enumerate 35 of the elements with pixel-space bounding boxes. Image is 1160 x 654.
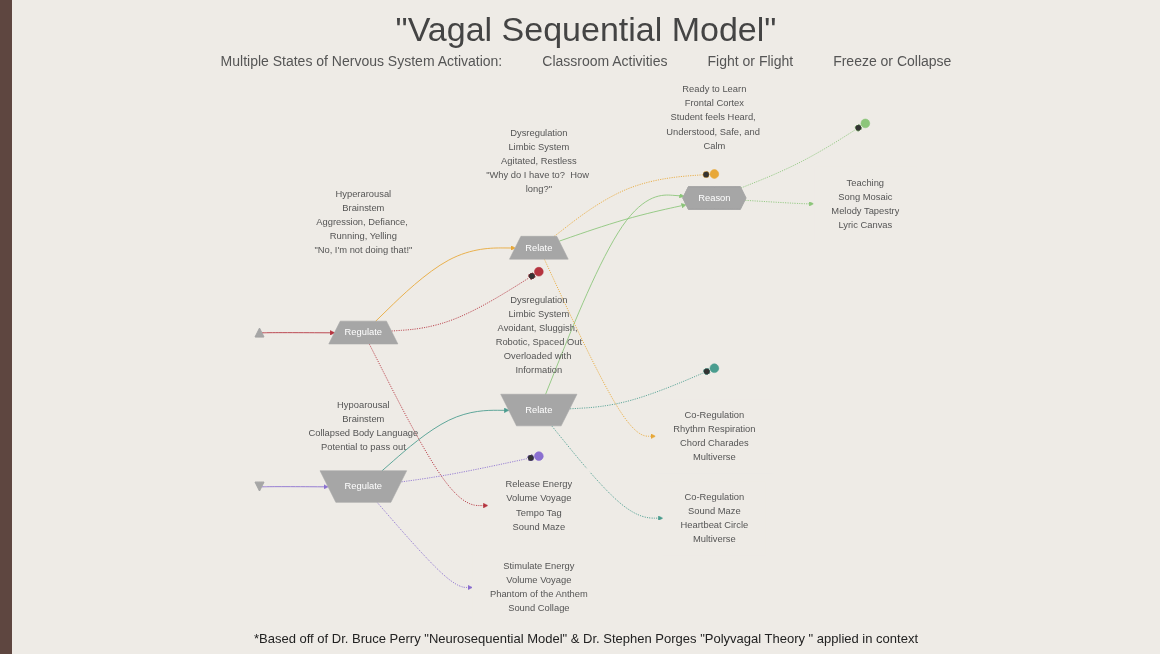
node-label: Frontal Cortex [684, 98, 744, 109]
node-text: Release Energy Volume Voyage Tempo Tag Sound Maze [505, 479, 573, 532]
node-label: Hypoarousal [337, 399, 390, 410]
node-label: Limbic System [508, 142, 570, 153]
node-circle [709, 169, 720, 179]
node-text: Teaching Song Mosaic Melody Tapestry Lyric Canvas [831, 177, 900, 230]
node-label: Collapsed Body Language [308, 427, 419, 438]
note-text: Fight or Flight [707, 53, 794, 69]
node-circle [709, 363, 720, 373]
node-label: Brainstem [342, 413, 385, 424]
diagram-title: "Vagal Sequential Model" [395, 10, 777, 49]
node-label: Agitated, Restless [501, 156, 577, 167]
node-label: Ready to Learn [682, 84, 747, 95]
footnote: *Based off of Dr. Bruce Perry "Neurosequential Model" & Dr. Stephen Porges "Polyvagal Theory " applied in context [254, 631, 918, 646]
node-label: Potential to pass out [320, 441, 406, 452]
note-text: Multiple States of Nervous System Activation: [220, 53, 503, 69]
node-label: "Why do I have to? How long?" [486, 170, 589, 195]
node-circle [860, 118, 871, 129]
node-text: Co-Regulation Rhythm Respiration Chord Charades Multiverse [673, 409, 756, 462]
node-label: Dysregulation [510, 294, 568, 305]
node-circle [534, 267, 544, 277]
node-text: Co-Regulation Sound Maze Heartbeat Circle Multiverse [680, 491, 749, 544]
node-label: Overloaded with Information [503, 350, 572, 375]
node-label: "No, I'm not doing that!" [314, 244, 413, 255]
node-label: Aggression, Defiance, Running, Yelling [316, 216, 408, 241]
note-text: Classroom Activities [542, 53, 668, 69]
node-label: Student feels Heard, Understood, Safe, and Calm [666, 112, 760, 151]
node-circle [534, 451, 544, 461]
node-label: Avoidant, Sluggish, Robotic, Spaced Out [495, 322, 583, 347]
node-label: Brainstem [342, 202, 385, 213]
node-text: Stimulate Energy Volume Voyage Phantom of the Anthem Sound Collage [489, 561, 588, 614]
note-text: Freeze or Collapse [833, 53, 952, 69]
node-label: Hyperarousal [335, 188, 392, 199]
node-label: Dysregulation [510, 128, 568, 139]
node-label: Limbic System [508, 308, 570, 319]
